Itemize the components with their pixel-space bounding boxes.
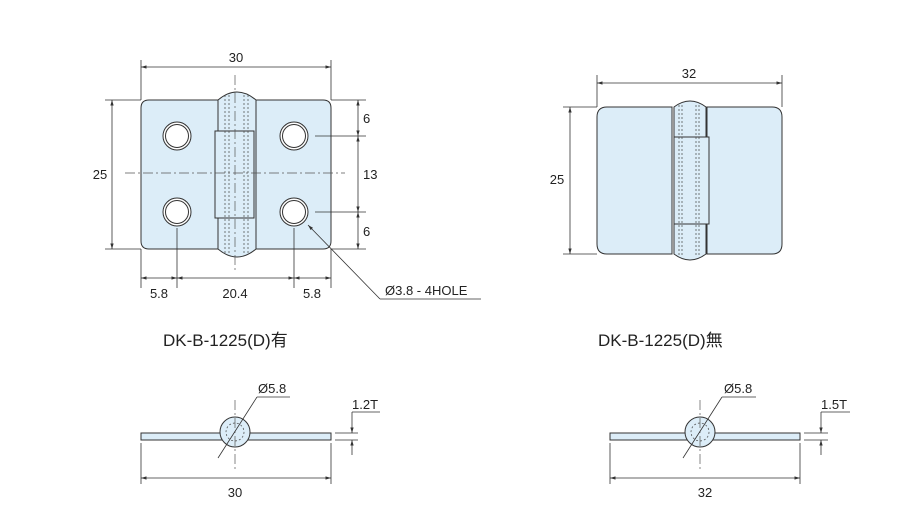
dim-bottom-left: 5.8 xyxy=(150,286,168,301)
dim-height: 25 xyxy=(93,167,107,182)
caption-right: DK-B-1225(D)無 xyxy=(598,331,723,350)
dim-right-bottom: 6 xyxy=(363,224,370,239)
diameter-label: Ø5.8 xyxy=(724,381,752,396)
dim-bottom-mid: 20.4 xyxy=(222,286,247,301)
right-hinge-top-view: 32 25 DK-B-1225(D)無 xyxy=(550,66,783,350)
caption-left: DK-B-1225(D)有 xyxy=(163,331,288,350)
left-hinge-top-view: 30 25 6 13 6 5.8 20.4 5.8 Ø3.8 - 4HOLE D… xyxy=(93,50,481,350)
thickness-label: 1.2T xyxy=(352,397,378,412)
dim-width: 30 xyxy=(229,50,243,65)
thickness-label: 1.5T xyxy=(821,397,847,412)
mounting-holes xyxy=(162,121,309,227)
right-hinge-side-view: Ø5.8 1.5T 32 xyxy=(609,381,850,500)
hole-callout: Ø3.8 - 4HOLE xyxy=(385,283,468,298)
dim-height: 25 xyxy=(550,172,564,187)
left-hinge-side-view: Ø5.8 1.2T 30 xyxy=(140,381,380,500)
dim-width: 30 xyxy=(228,485,242,500)
dim-right-mid: 13 xyxy=(363,167,377,182)
dim-bottom-right: 5.8 xyxy=(303,286,321,301)
dim-right-top: 6 xyxy=(363,111,370,126)
diameter-label: Ø5.8 xyxy=(258,381,286,396)
dim-width: 32 xyxy=(682,66,696,81)
dim-width: 32 xyxy=(698,485,712,500)
